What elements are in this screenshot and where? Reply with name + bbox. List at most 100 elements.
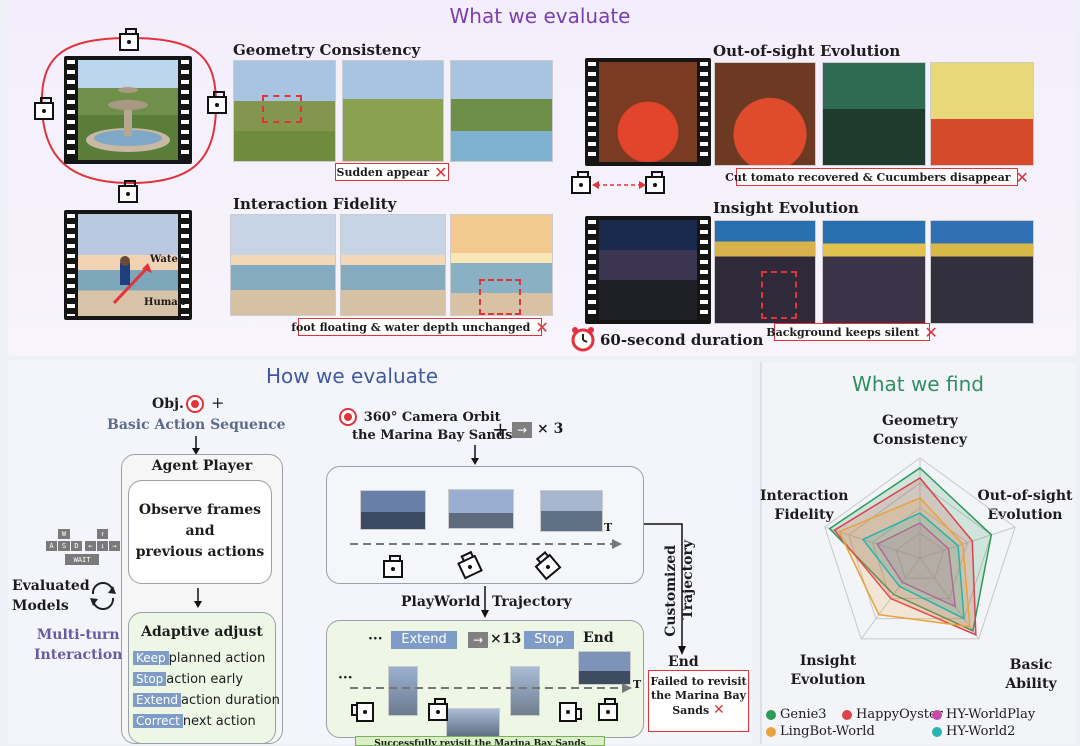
orbit-frame-3 bbox=[540, 490, 603, 532]
legend-dot bbox=[842, 709, 852, 720]
how-we-evaluate-title: How we evaluate bbox=[266, 364, 439, 388]
key-d: D bbox=[71, 541, 82, 551]
extend-tag: Extend bbox=[391, 631, 457, 649]
key-down: ↓ bbox=[97, 541, 108, 551]
fail-x-icon: ✕ bbox=[713, 702, 725, 718]
insight-frame-1 bbox=[714, 220, 816, 324]
observe-text: Observe frames and previous actions bbox=[135, 502, 265, 560]
times-3-label: × 3 bbox=[537, 421, 564, 437]
customized-arrow bbox=[644, 523, 686, 655]
times-13-label: ×13 bbox=[490, 631, 522, 647]
timeline-t-label: T bbox=[604, 521, 613, 534]
axis-label-interaction: Interaction Fidelity bbox=[760, 488, 849, 523]
radar-grid-ring bbox=[895, 532, 945, 579]
tomato-film-frame bbox=[585, 58, 711, 166]
insight-frame-2 bbox=[822, 220, 926, 324]
orbit-timeline bbox=[350, 539, 622, 549]
interaction-frame-3 bbox=[450, 214, 553, 316]
end-label: End bbox=[583, 630, 614, 646]
fountain-image bbox=[86, 87, 170, 152]
playworld-frame-3 bbox=[446, 708, 500, 738]
cycle-icon bbox=[90, 582, 116, 610]
target-icon bbox=[186, 395, 204, 413]
fountain-film-frame bbox=[64, 56, 192, 164]
task-text: 360° Camera Orbit the Marina Bay Sands bbox=[352, 410, 513, 443]
right-action-icon: → bbox=[512, 422, 532, 438]
down-arrow bbox=[194, 588, 202, 608]
what-we-find-title: What we find bbox=[852, 372, 984, 396]
orbit-frame-1 bbox=[360, 490, 426, 530]
right-action-icon: → bbox=[468, 632, 488, 648]
insight-box bbox=[761, 271, 797, 319]
orbit-frame-2 bbox=[448, 489, 514, 529]
camera-icon bbox=[645, 171, 665, 194]
radar-chart bbox=[824, 457, 1016, 640]
observe-box bbox=[128, 480, 272, 584]
out-of-sight-title: Out-of-sight Evolution bbox=[713, 42, 901, 60]
legend-dot bbox=[766, 726, 776, 737]
playworld-timeline bbox=[350, 683, 632, 693]
legend-dot bbox=[932, 709, 942, 720]
interaction-fidelity-title: Interaction Fidelity bbox=[233, 195, 397, 213]
plus-sign: + bbox=[211, 393, 225, 412]
legend-item-hy-world2: HY-World2 bbox=[932, 724, 1015, 739]
plus-sign: + bbox=[492, 417, 509, 441]
geometry-frame-3 bbox=[450, 60, 553, 162]
agent-player-title: Agent Player bbox=[151, 458, 253, 474]
playworld-frame-1 bbox=[388, 666, 418, 716]
radar-grid-ring bbox=[848, 482, 992, 620]
floating-foot-box bbox=[479, 279, 521, 315]
trajectory-label: Trajectory bbox=[492, 594, 572, 610]
radar-axis-line bbox=[824, 526, 921, 559]
evaluated-models-label: Evaluated Models bbox=[12, 578, 90, 614]
interaction-frame-2 bbox=[340, 214, 446, 316]
legend-item-hy-worldplay: HY-WorldPlay bbox=[932, 707, 1035, 722]
down-arrow bbox=[481, 586, 489, 618]
axis-label-geometry: Geometry Consistency bbox=[873, 413, 967, 448]
legend-item-genie3: Genie3 bbox=[766, 707, 827, 722]
camera-icon bbox=[34, 97, 54, 120]
key-up: ↑ bbox=[97, 529, 108, 539]
oos-fail-label: Cut tomato recovered & Cucumbers disappe… bbox=[725, 167, 1029, 187]
beach-water-label: Water bbox=[150, 254, 184, 265]
stop-tag: Stop bbox=[524, 631, 574, 649]
timeline-t-label: T bbox=[633, 678, 642, 691]
orbit-loop bbox=[40, 36, 218, 185]
oos-frame-2 bbox=[822, 62, 926, 166]
radar-series-lingbot-world bbox=[838, 497, 971, 628]
axis-label-insight: Insight Evolution bbox=[790, 653, 866, 688]
geometry-frame-2 bbox=[342, 60, 444, 162]
geometry-fail-label: Sudden appear✕ bbox=[335, 162, 449, 182]
camera-icon bbox=[559, 702, 577, 722]
key-s: S bbox=[58, 541, 70, 551]
legend-item-lingbot-world: LingBot-World bbox=[766, 724, 875, 739]
camera-icon bbox=[428, 698, 448, 721]
camera-icon bbox=[383, 555, 403, 578]
playworld-label: PlayWorld bbox=[401, 594, 481, 610]
key-w: W bbox=[58, 529, 70, 539]
radar-series-happyoyster bbox=[833, 477, 977, 637]
legend-dot bbox=[766, 709, 776, 720]
fail-x-icon: ✕ bbox=[535, 317, 549, 337]
radar-grid-ring bbox=[871, 507, 969, 599]
alarm-clock-icon bbox=[571, 327, 595, 352]
radar-series-hy-worldplay bbox=[876, 522, 957, 608]
legend-item-happyoyster: HappyOyster bbox=[842, 707, 943, 722]
obj-label: Obj. bbox=[152, 396, 184, 412]
oos-frame-3 bbox=[930, 62, 1034, 166]
geometry-frame-1 bbox=[233, 60, 336, 162]
revisit-fail-box: Failed to revisit the Marina Bay Sands ✕ bbox=[648, 670, 749, 732]
target-icon bbox=[339, 408, 357, 426]
insight-fail-label: Background keeps silent✕ bbox=[766, 322, 938, 342]
axis-label-out-of-sight: Out-of-sight Evolution bbox=[977, 488, 1073, 523]
customized-trajectory-label: Customized bbox=[663, 545, 679, 637]
basic-action-sequence: Basic Action Sequence bbox=[107, 417, 286, 433]
key-right: → bbox=[109, 541, 120, 551]
key-wait: WAIT bbox=[65, 554, 99, 565]
adaptive-adjust-title: Adaptive adjust bbox=[141, 624, 263, 640]
camera-icon bbox=[571, 171, 591, 194]
